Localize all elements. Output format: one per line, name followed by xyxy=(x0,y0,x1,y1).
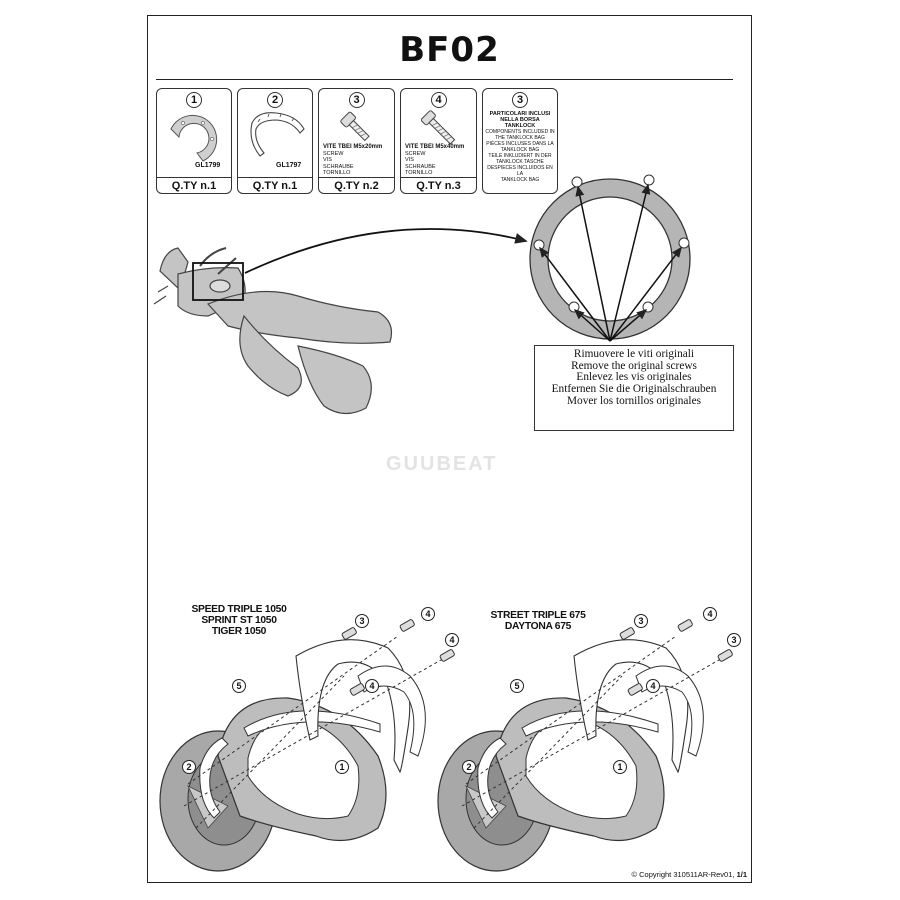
removal-illustration xyxy=(153,174,691,415)
zoom-arrow xyxy=(244,228,528,274)
component-number: 3 xyxy=(512,92,528,108)
component-number: 4 xyxy=(430,92,447,108)
models-right: STREET TRIPLE 675 DAYTONA 675 xyxy=(490,610,586,632)
assembly-diagrams xyxy=(159,619,733,872)
component-card-2: 2 GL1797 Q.TY n.1 xyxy=(237,88,313,194)
component-card-included: 3 PARTICOLARI INCLUSI NELLA BORSA TANKLO… xyxy=(482,88,558,194)
tank-cap-highlight xyxy=(192,262,244,301)
component-number: 2 xyxy=(267,92,283,108)
tank-ring-half-icon xyxy=(250,112,305,157)
callout-4: 4 xyxy=(421,607,435,621)
assembly-left xyxy=(159,619,455,872)
callout-3: 3 xyxy=(355,614,369,628)
remove-screws-instructions: Rimuovere le viti originali Remove the o… xyxy=(534,345,734,431)
callout-3: 3 xyxy=(634,614,648,628)
component-card-4: 4 VITE TBEI M5x40mm SCREW VIS SCHRAUBE T… xyxy=(400,88,477,194)
screw-icon xyxy=(340,111,370,142)
part-code: GL1799 xyxy=(195,162,221,169)
callout-4: 4 xyxy=(646,679,660,693)
quantity-label: Q.TY n.3 xyxy=(416,180,461,192)
callout-4: 4 xyxy=(703,607,717,621)
component-number: 3 xyxy=(348,92,365,108)
component-card-3: 3 VITE TBEI M5x20mm SCREW VIS SCHRAUBE T… xyxy=(318,88,395,194)
instruction-sheet: BF02 1 GL1799 Q.TY n.1 2 GL1797 Q.TY n.1… xyxy=(147,15,752,883)
callout-2: 2 xyxy=(182,760,196,774)
watermark: GUUBEAT xyxy=(386,453,498,475)
title-divider xyxy=(156,79,733,80)
part-code: GL1797 xyxy=(276,162,302,169)
screw-pointer-arrows xyxy=(539,183,682,342)
quantity-label: Q.TY n.2 xyxy=(334,180,379,192)
callout-3: 3 xyxy=(727,633,741,647)
screw-icon xyxy=(420,110,456,145)
motorcycle-illustration xyxy=(153,247,393,415)
quantity-label: Q.TY n.1 xyxy=(171,180,217,192)
assembly-right xyxy=(437,619,733,872)
copyright-footer: © Copyright 310511AR-Rev01, 1/1 xyxy=(631,870,747,879)
callout-5: 5 xyxy=(232,679,246,693)
component-card-1: 1 GL1799 Q.TY n.1 xyxy=(156,88,232,194)
callout-4: 4 xyxy=(365,679,379,693)
callout-2: 2 xyxy=(462,760,476,774)
callout-5: 5 xyxy=(510,679,524,693)
component-number: 1 xyxy=(186,92,202,108)
screw-description: VITE TBEI M5x40mm SCREW VIS SCHRAUBE TOR… xyxy=(405,144,465,176)
models-left: SPEED TRIPLE 1050 SPRINT ST 1050 TIGER 1… xyxy=(191,604,287,637)
included-parts-note: PARTICOLARI INCLUSI NELLA BORSA TANKLOCK… xyxy=(485,111,555,183)
callout-1: 1 xyxy=(613,760,627,774)
page-title: BF02 xyxy=(399,30,500,70)
tank-ring-icon xyxy=(170,114,218,162)
callout-4: 4 xyxy=(445,633,459,647)
callout-1: 1 xyxy=(335,760,349,774)
screw-description: VITE TBEI M5x20mm SCREW VIS SCHRAUBE TOR… xyxy=(323,144,383,176)
flange-detail xyxy=(529,174,691,340)
quantity-label: Q.TY n.1 xyxy=(252,180,298,192)
